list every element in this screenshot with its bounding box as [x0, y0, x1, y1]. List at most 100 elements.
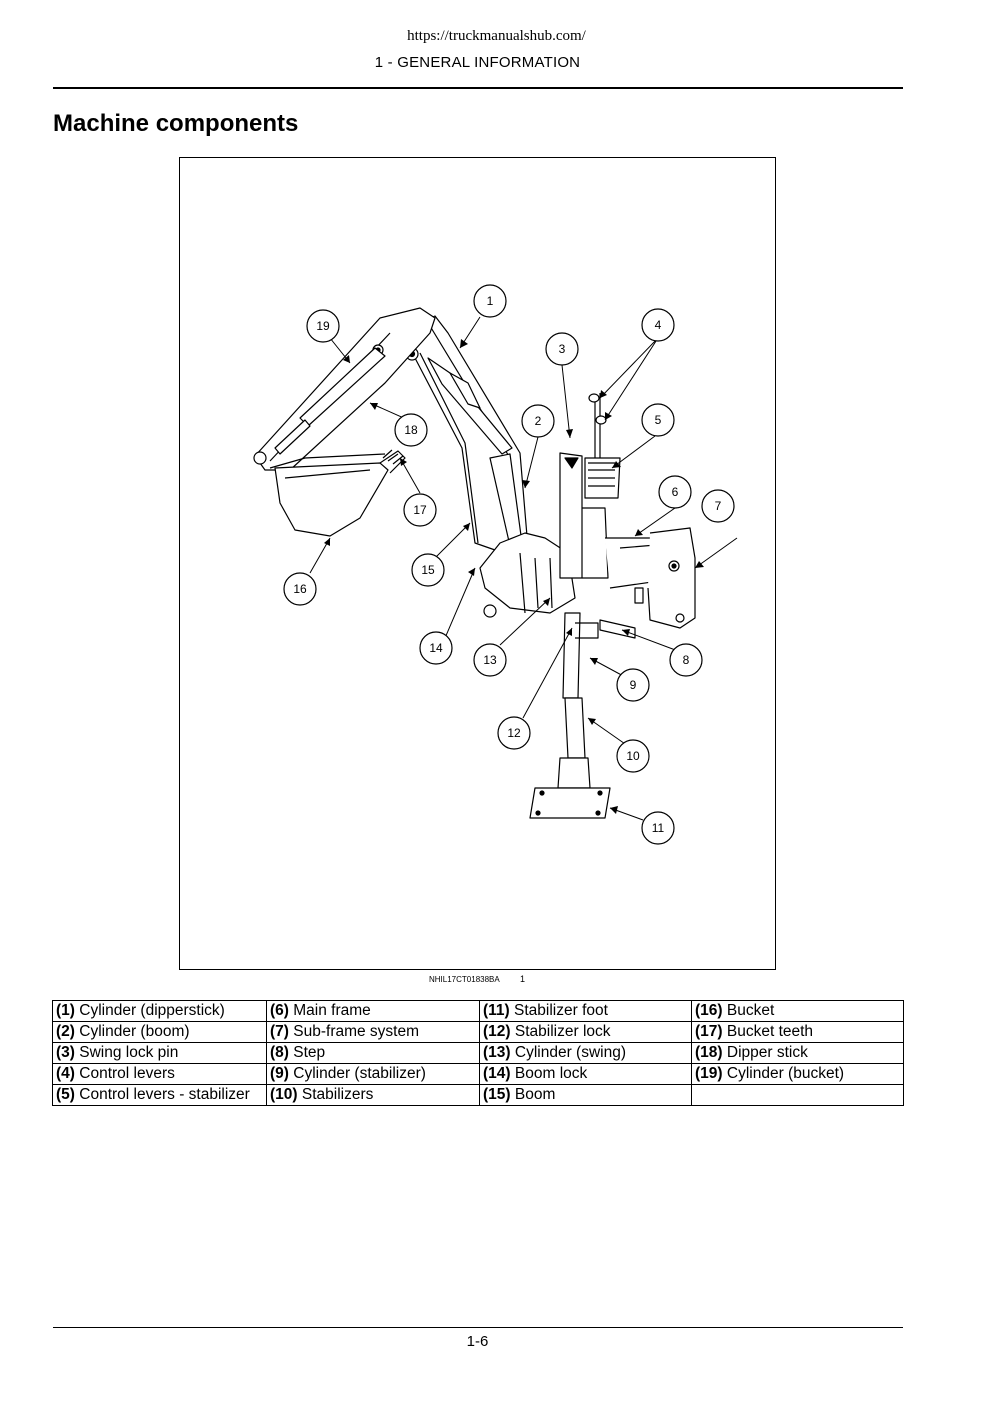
legend-number: (17): [695, 1023, 723, 1040]
legend-cell: (7) Sub-frame system: [266, 1021, 480, 1043]
legend-label: Step: [293, 1044, 326, 1061]
legend-row: (2) Cylinder (boom)(7) Sub-frame system(…: [52, 1021, 904, 1043]
control-levers-drawing: [584, 393, 621, 499]
callout-11: 11: [652, 821, 665, 835]
frame-drawing: [479, 452, 696, 639]
legend-label: Stabilizer foot: [514, 1002, 608, 1019]
legend-row: (1) Cylinder (dipperstick)(6) Main frame…: [52, 1000, 904, 1022]
legend-cell: (8) Step: [266, 1042, 480, 1064]
callout-circles: [283, 284, 735, 845]
legend-label: Sub-frame system: [293, 1023, 420, 1040]
legend-number: (2): [56, 1023, 75, 1040]
legend-cell: (6) Main frame: [266, 1000, 480, 1022]
callout-1: 1: [487, 294, 494, 308]
callout-12: 12: [507, 726, 521, 740]
stabilizer-drawing: [529, 612, 611, 819]
legend-label: Cylinder (stabilizer): [293, 1065, 426, 1082]
callout-19: 19: [316, 319, 330, 333]
callout-10: 10: [626, 749, 640, 763]
legend-cell: [691, 1084, 904, 1106]
legend-number: (8): [270, 1044, 289, 1061]
footer-divider: [53, 1327, 903, 1328]
legend-label: Boom: [514, 1086, 556, 1103]
legend-number: (1): [56, 1002, 75, 1019]
callout-16: 16: [293, 582, 307, 596]
legend-number: (3): [56, 1044, 75, 1061]
figure-code: NHIL17CT01838BA: [429, 975, 500, 984]
bucket-cylinder-drawing: [274, 347, 386, 455]
legend-label: Control levers - stabilizer: [79, 1086, 250, 1103]
legend-cell: (5) Control levers - stabilizer: [52, 1084, 267, 1106]
legend-cell: (2) Cylinder (boom): [52, 1021, 267, 1043]
legend-label: Stabilizers: [301, 1086, 374, 1103]
callout-9: 9: [630, 678, 637, 692]
legend-cell: (9) Cylinder (stabilizer): [266, 1063, 480, 1085]
header-divider: [53, 87, 903, 89]
dipper-cylinder-drawing: [427, 357, 513, 455]
legend-cell: (14) Boom lock: [479, 1063, 692, 1085]
legend-cell: (19) Cylinder (bucket): [691, 1063, 904, 1085]
legend-number: (10): [270, 1086, 298, 1103]
legend-number: (7): [270, 1023, 289, 1040]
bucket-drawing: [269, 449, 406, 537]
callout-18: 18: [404, 423, 418, 437]
legend-number: (14): [483, 1065, 511, 1082]
callout-3: 3: [559, 342, 566, 356]
callout-2-group: 2: [521, 404, 555, 438]
callout-15: 15: [421, 563, 435, 577]
legend-cell: (10) Stabilizers: [266, 1084, 480, 1106]
legend-number: (5): [56, 1086, 75, 1103]
legend-label: Control levers: [79, 1065, 175, 1082]
legend-label: Bucket teeth: [726, 1023, 814, 1040]
legend-cell: (15) Boom: [479, 1084, 692, 1106]
source-url: https://truckmanualshub.com/: [407, 28, 586, 44]
legend-cell: (1) Cylinder (dipperstick): [52, 1000, 267, 1022]
legend-cell: (17) Bucket teeth: [691, 1021, 904, 1043]
callout-labels: 1 7 3 4 5 6 7 8 9 10 11 12 13 14 15 16 1…: [293, 294, 722, 835]
page-title: Machine components: [53, 110, 299, 137]
legend-row: (4) Control levers(9) Cylinder (stabiliz…: [52, 1063, 904, 1085]
legend-number: (6): [270, 1002, 289, 1019]
legend-row: (5) Control levers - stabilizer(10) Stab…: [52, 1084, 904, 1106]
legend-label: Dipper stick: [726, 1044, 808, 1061]
page-number: 1-6: [466, 1333, 489, 1350]
legend-cell: (3) Swing lock pin: [52, 1042, 267, 1064]
callout-13: 13: [483, 653, 497, 667]
legend-label: Cylinder (boom): [79, 1023, 190, 1040]
legend-cell: (13) Cylinder (swing): [479, 1042, 692, 1064]
callout-5: 5: [655, 413, 662, 427]
callout-4: 4: [655, 318, 662, 332]
legend-number: (9): [270, 1065, 289, 1082]
components-legend-table: (1) Cylinder (dipperstick)(6) Main frame…: [52, 1000, 904, 1106]
legend-number: (19): [695, 1065, 723, 1082]
leader-lines: [309, 316, 738, 821]
callout-17: 17: [413, 503, 427, 517]
legend-number: (18): [695, 1044, 723, 1061]
legend-number: (13): [483, 1044, 511, 1061]
arrow-heads: [324, 339, 704, 814]
callout-8: 8: [683, 653, 690, 667]
callout-7: 7: [715, 499, 722, 513]
legend-cell: (12) Stabilizer lock: [479, 1021, 692, 1043]
legend-label: Main frame: [293, 1002, 371, 1019]
legend-number: (16): [695, 1002, 723, 1019]
callout-14: 14: [429, 641, 443, 655]
section-header: 1 - GENERAL INFORMATION: [374, 54, 581, 71]
legend-number: (11): [483, 1002, 510, 1019]
legend-label: Cylinder (bucket): [726, 1065, 845, 1082]
legend-cell: (4) Control levers: [52, 1063, 267, 1085]
legend-row: (3) Swing lock pin(8) Step(13) Cylinder …: [52, 1042, 904, 1064]
legend-number: (12): [483, 1023, 511, 1040]
legend-label: Boom lock: [514, 1065, 588, 1082]
figure-number: 1: [520, 974, 526, 984]
machine-diagram: 1 7 3 4 5 6 7 8 9 10 11 12 13 14 15 16 1…: [179, 157, 776, 970]
legend-label: Bucket: [726, 1002, 775, 1019]
callout-2: 2: [535, 414, 542, 428]
legend-label: Swing lock pin: [79, 1044, 179, 1061]
legend-cell: (16) Bucket: [691, 1000, 904, 1022]
callout-6: 6: [672, 485, 679, 499]
legend-number: (15): [483, 1086, 511, 1103]
legend-number: (4): [56, 1065, 75, 1082]
legend-label: Stabilizer lock: [514, 1023, 611, 1040]
legend-label: Cylinder (dipperstick): [79, 1002, 225, 1019]
